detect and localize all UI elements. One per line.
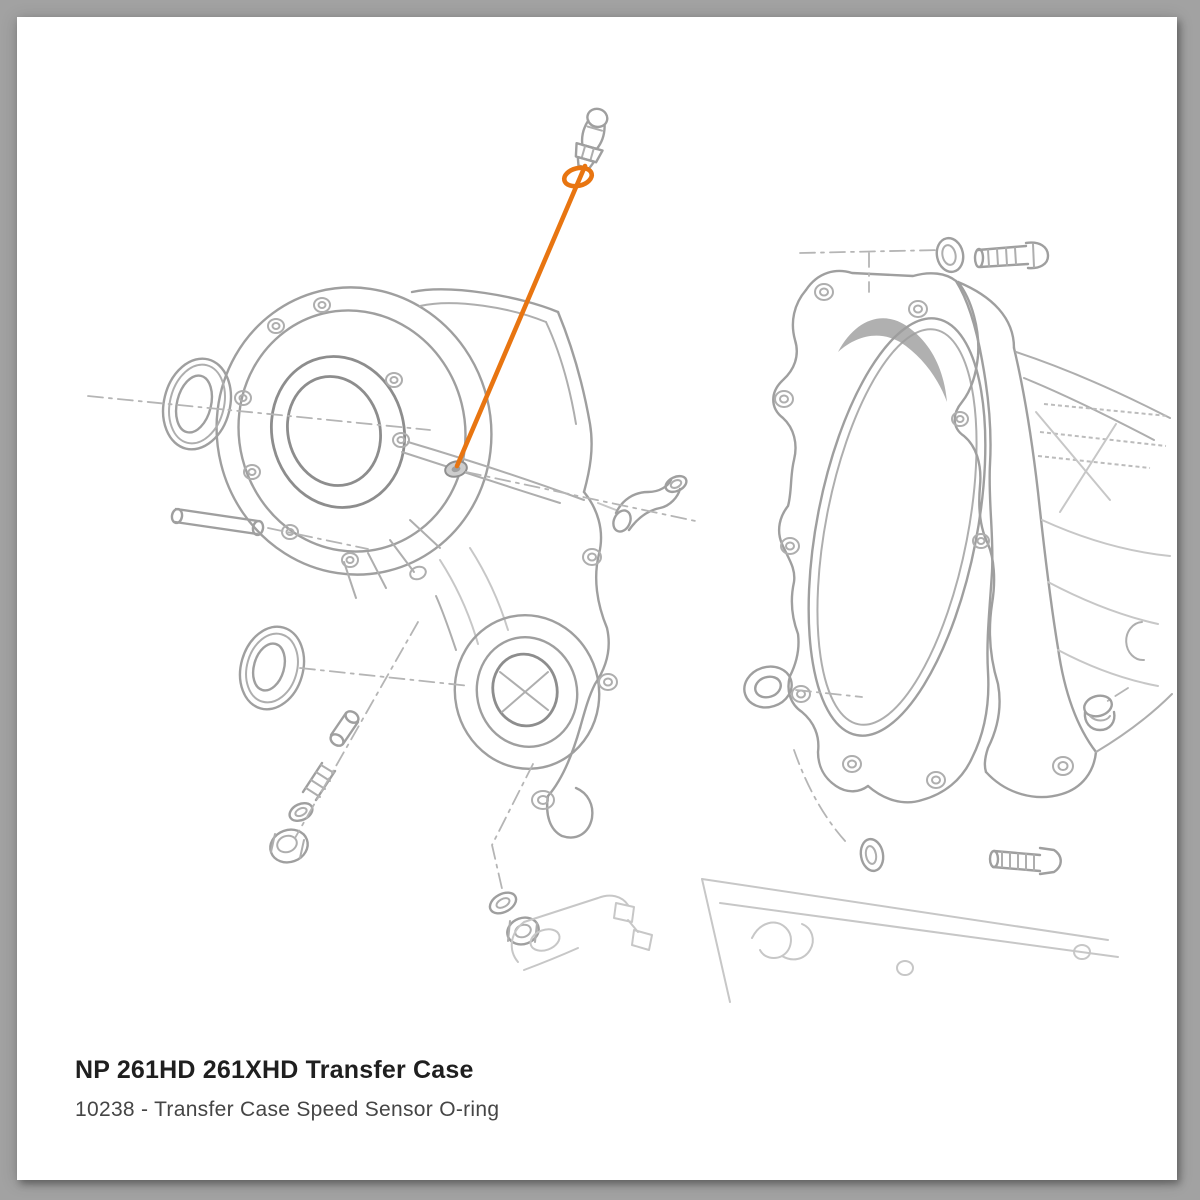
highlighted-part-speed-sensor-oring[interactable] xyxy=(454,163,595,469)
page-title: NP 261HD 261XHD Transfer Case xyxy=(75,1056,474,1084)
speed-sensor-drawing xyxy=(574,107,609,170)
gasket-bolt-holes xyxy=(774,283,946,789)
caption-block: NP 261HD 261XHD Transfer Case 10238 - Tr… xyxy=(75,1056,499,1122)
skid-plate-drawing xyxy=(701,878,1119,1003)
vent-elbow-drawing xyxy=(597,474,688,533)
front-case-half-drawing xyxy=(215,286,618,839)
highlight-oring xyxy=(561,165,595,189)
sensor-hole-leader-line xyxy=(465,471,701,523)
highlight-leader-line xyxy=(454,163,588,469)
rear-case-half-drawing xyxy=(743,236,1173,876)
front-loose-parts-drawing xyxy=(87,357,653,971)
flange-bolt-holes xyxy=(234,297,410,568)
part-subtitle: 10238 - Transfer Case Speed Sensor O-rin… xyxy=(75,1098,500,1121)
